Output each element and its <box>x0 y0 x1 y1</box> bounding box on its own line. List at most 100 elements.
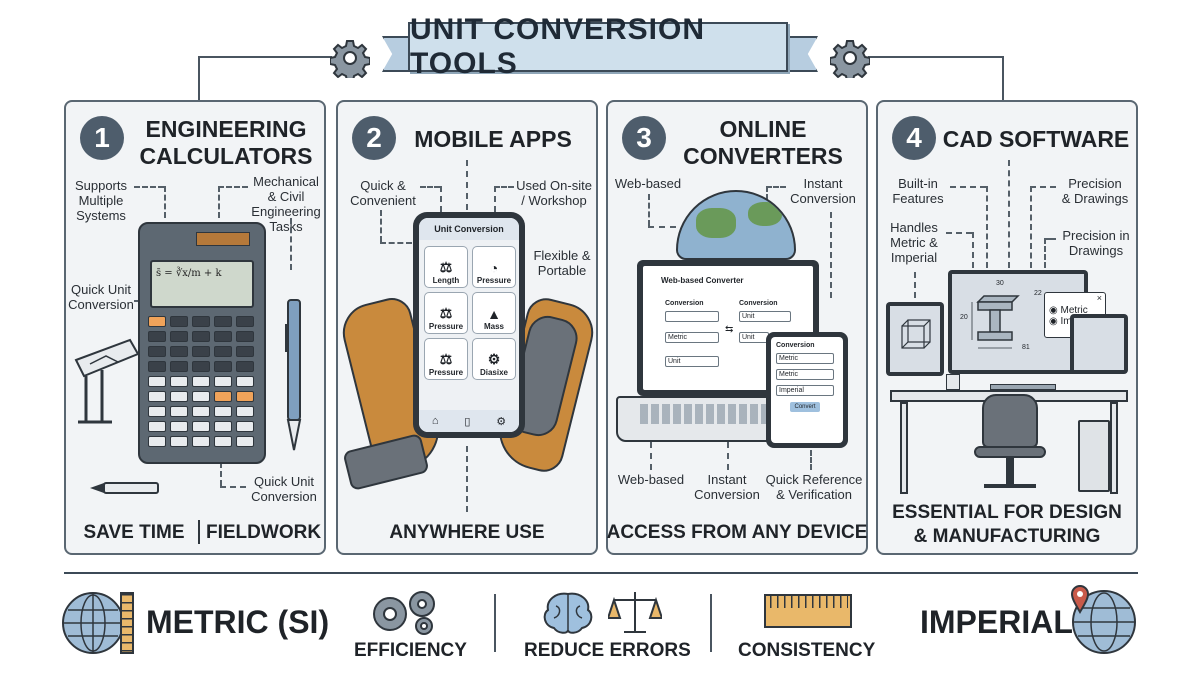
note-line: Mechanical <box>253 174 319 189</box>
window-label: Conversion <box>665 300 704 307</box>
option-label: Metric <box>1060 305 1088 316</box>
calculator-key <box>214 391 232 402</box>
calculator-key <box>236 376 254 387</box>
ruler-icon <box>764 594 852 628</box>
dimension-label: 30 <box>996 280 1004 287</box>
panel-number: 4 <box>892 116 936 160</box>
bottom-separator <box>710 594 712 652</box>
panel-title: ONLINE CONVERTERS <box>668 116 858 170</box>
desk-leg <box>1110 402 1118 494</box>
app-tile-mass[interactable]: ▲Mass <box>472 292 516 334</box>
i-beam-drawing <box>971 295 1020 349</box>
close-icon[interactable]: × <box>1096 293 1102 303</box>
app-tile-length[interactable]: ⚖Length <box>424 246 468 288</box>
note-line: & Verification <box>776 487 852 502</box>
metric-select[interactable]: Metric <box>776 353 834 364</box>
leader-line <box>810 450 812 470</box>
leader-line <box>727 442 729 470</box>
calculator-key <box>148 421 166 432</box>
pencil-cup <box>946 374 960 390</box>
panel-number: 2 <box>352 116 396 160</box>
monitor-screen <box>1074 318 1124 370</box>
leader-line <box>972 232 974 268</box>
calculator-key <box>236 391 254 402</box>
note-line: Quick Reference <box>765 472 863 487</box>
app-tile-pressure-3[interactable]: ⚖Pressure <box>424 338 468 380</box>
scale-icon <box>608 592 662 633</box>
home-icon[interactable]: ⌂ <box>431 415 439 427</box>
dimension-label: 22 <box>1034 290 1042 297</box>
leader-line <box>766 186 786 188</box>
leader-line <box>1044 238 1046 268</box>
calculator-key <box>236 406 254 417</box>
calculator-key <box>170 376 188 387</box>
panel-footer-access: ACCESS FROM ANY DEVICE <box>606 522 868 543</box>
unit-select[interactable]: Unit <box>739 311 791 322</box>
note-line: Conversion <box>790 191 856 206</box>
leader-line <box>218 186 220 218</box>
ruler-icon <box>120 592 134 654</box>
calculator-key <box>236 331 254 342</box>
note-flexible-portable: Flexible & Portable <box>528 248 596 278</box>
note-line: Supports <box>74 178 128 193</box>
document-icon[interactable]: ▯ <box>464 415 471 428</box>
calculator-key <box>214 361 232 372</box>
tablet-icon: Conversion Metric Metric Imperial Conver… <box>766 332 848 448</box>
note-instant-conversion: Instant Conversion <box>786 176 860 206</box>
metric-select[interactable]: Metric <box>665 332 719 343</box>
panel-footer-essential-line2: & MANUFACTURING <box>913 526 1101 547</box>
pencil-icon <box>285 299 302 451</box>
panel-title: ENGINEERING CALCULATORS <box>126 116 326 170</box>
tablet-title: Conversion <box>776 342 815 349</box>
calculator-key <box>170 361 188 372</box>
calculator-keypad <box>148 316 260 456</box>
unit-select[interactable]: Unit <box>665 356 719 367</box>
gear-icon: ⚙ <box>487 351 501 367</box>
calculator-key <box>192 436 210 447</box>
note-used-onsite: Used On-site / Workshop <box>514 178 594 208</box>
note-line: Engineering <box>251 204 321 219</box>
metric-select[interactable]: Metric <box>776 369 834 380</box>
note-line: Imperial <box>890 250 938 265</box>
app-tile-pressure[interactable]: ◔Pressure <box>472 246 516 288</box>
leader-line <box>220 462 222 486</box>
app-tile-diasixe[interactable]: ⚙Diasixe <box>472 338 516 380</box>
imperial-select[interactable]: Imperial <box>776 385 834 396</box>
swap-icon[interactable]: ⇆ <box>725 324 734 335</box>
wireframe-cube <box>901 319 931 349</box>
radio-icon: ◉ <box>1049 305 1058 316</box>
note-line: Systems <box>76 208 126 223</box>
app-tile-pressure-2[interactable]: ⚖Pressure <box>424 292 468 334</box>
note-line: Instant <box>707 472 747 487</box>
scale-icon: ⚖ <box>439 351 453 367</box>
note-line: Used On-site <box>516 178 592 193</box>
globe-lines <box>64 594 122 652</box>
note-mechanical-civil: Mechanical & Civil Engineering Tasks <box>248 174 324 234</box>
header-connector-right <box>868 56 1004 100</box>
window-label: Conversion <box>739 300 778 307</box>
leader-line <box>134 186 164 188</box>
option-metric[interactable]: ◉ Metric <box>1049 305 1101 316</box>
convert-button[interactable]: Convert <box>790 402 820 412</box>
banner-ribbon-right <box>784 36 818 72</box>
monitor-screen <box>890 306 940 372</box>
reduce-errors-label: REDUCE ERRORS <box>524 640 691 661</box>
leader-line <box>494 186 514 188</box>
note-precision-drawings: Precision & Drawings <box>1056 176 1134 206</box>
chair-feet <box>984 484 1036 488</box>
calculator-key <box>192 361 210 372</box>
calculator-screen: s̄ = ∛x/m + k <box>150 260 254 308</box>
input-field[interactable] <box>665 311 719 322</box>
panel-footer-essential-line1: ESSENTIAL FOR DESIGN <box>892 502 1122 523</box>
calculator-key <box>170 421 188 432</box>
note-quick-convenient: Quick & Convenient <box>346 178 420 208</box>
panel-title-line2: CALCULATORS <box>139 143 313 169</box>
calculator-key <box>148 361 166 372</box>
note-line: Conversion <box>68 297 134 312</box>
note-line: Quick Unit <box>71 282 131 297</box>
gear-icon[interactable]: ⚙ <box>496 415 507 428</box>
metric-label: METRIC (SI) <box>146 604 330 640</box>
panel-title-line1: ONLINE <box>719 116 807 142</box>
calculator-key <box>236 436 254 447</box>
unit-select[interactable]: Unit <box>739 332 769 343</box>
